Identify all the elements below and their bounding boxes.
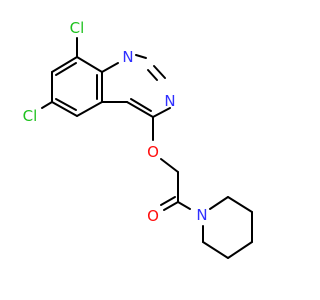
nitrogen-atom-label: N: [122, 48, 133, 66]
bond: [51, 56, 78, 73]
bond: [126, 101, 154, 118]
bond: [55, 98, 77, 111]
bond: [76, 101, 103, 117]
bond: [130, 98, 152, 112]
bond: [76, 56, 103, 73]
structure-drawing: Cl Cl N N O O N: [23, 19, 253, 259]
bond: [177, 201, 191, 210]
bond: [160, 196, 176, 206]
chlorine-atom-label: Cl: [23, 107, 38, 125]
bond: [55, 62, 77, 76]
bond: [135, 54, 147, 59]
nitrogen-atom-label: N: [164, 92, 175, 110]
oxygen-atom-label: O: [147, 143, 159, 161]
bond: [160, 158, 179, 173]
nitrogen-atom-label: N: [196, 206, 207, 224]
bond: [152, 107, 171, 118]
bond: [51, 101, 78, 117]
molecule-diagram: Cl Cl N N O O N: [22, 19, 253, 259]
bond: [101, 62, 119, 73]
bond: [227, 241, 253, 259]
bond: [163, 201, 179, 211]
bond: [209, 196, 229, 210]
bond: [147, 69, 158, 81]
bond: [153, 65, 166, 79]
bond: [202, 241, 229, 259]
oxygen-atom-label: O: [147, 207, 159, 225]
bond: [41, 101, 53, 109]
chlorine-atom-label: Cl: [70, 19, 85, 37]
bond: [227, 196, 253, 213]
